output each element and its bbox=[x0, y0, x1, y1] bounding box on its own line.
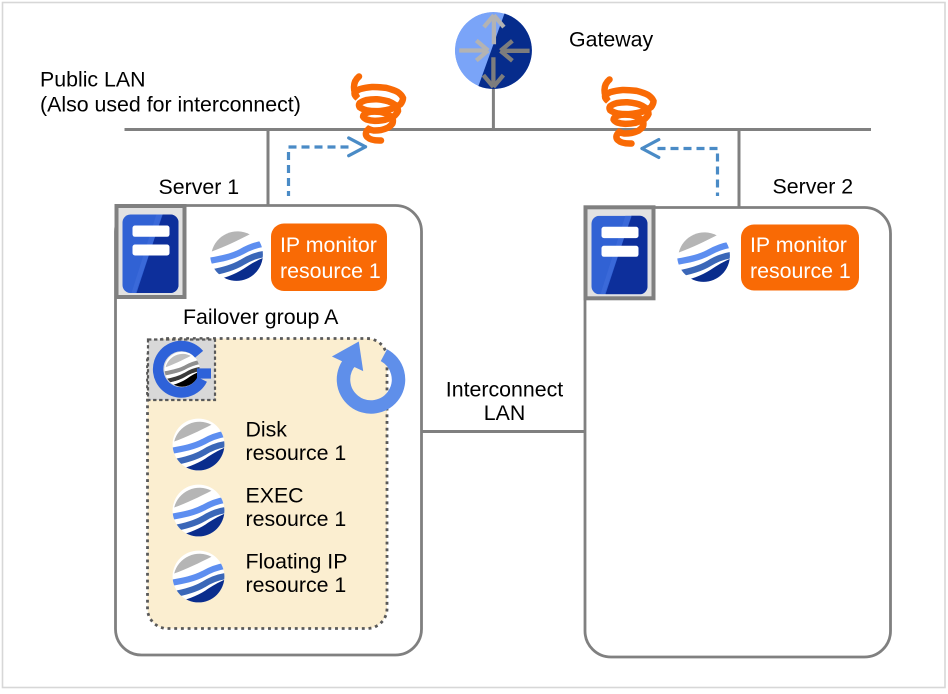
svg-text:Interconnect: Interconnect bbox=[446, 378, 563, 402]
svg-text:(Also used for interconnect): (Also used for interconnect) bbox=[40, 93, 301, 117]
svg-text:Server 2: Server 2 bbox=[773, 175, 854, 199]
svg-text:Floating IP: Floating IP bbox=[246, 550, 348, 574]
svg-text:IP monitor: IP monitor bbox=[280, 233, 377, 257]
svg-text:resource 1: resource 1 bbox=[750, 259, 851, 283]
svg-text:Public LAN: Public LAN bbox=[40, 68, 146, 92]
svg-text:LAN: LAN bbox=[484, 401, 526, 425]
svg-text:resource 1: resource 1 bbox=[280, 259, 381, 283]
svg-text:Failover group A: Failover group A bbox=[183, 305, 339, 329]
svg-text:resource 1: resource 1 bbox=[246, 441, 347, 465]
svg-text:IP monitor: IP monitor bbox=[750, 233, 847, 257]
svg-text:Disk: Disk bbox=[246, 418, 288, 442]
svg-text:EXEC: EXEC bbox=[246, 484, 304, 508]
svg-text:Gateway: Gateway bbox=[569, 28, 654, 52]
svg-text:resource 1: resource 1 bbox=[246, 573, 347, 597]
svg-text:resource 1: resource 1 bbox=[246, 507, 347, 531]
svg-text:Server 1: Server 1 bbox=[159, 175, 240, 199]
